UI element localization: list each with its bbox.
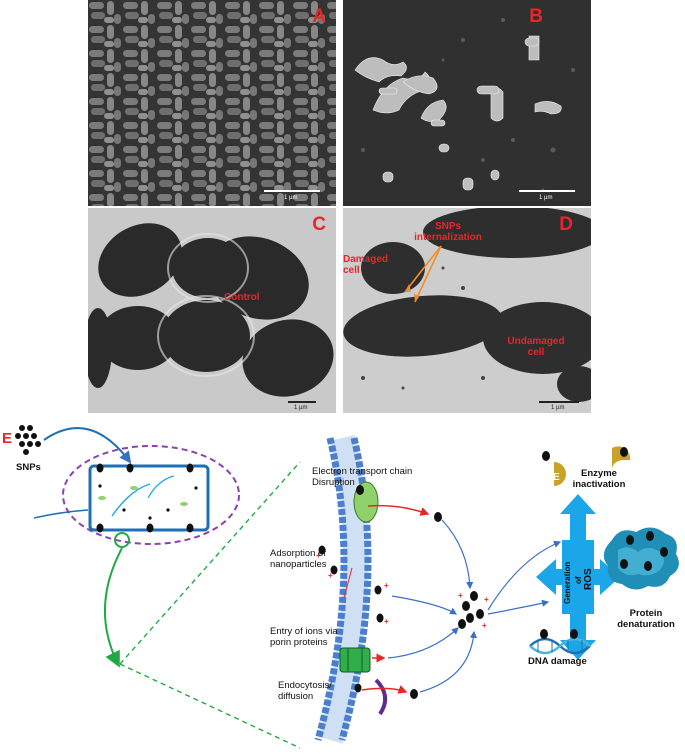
svg-text:+: + xyxy=(384,617,389,626)
ions-label: Entry of ions via porin proteins xyxy=(270,626,338,648)
tem-image-c xyxy=(88,208,336,413)
zoom-circle xyxy=(114,532,130,548)
control-label: Control xyxy=(224,292,260,303)
zoom-arrow xyxy=(104,547,123,668)
svg-text:+: + xyxy=(316,551,321,560)
scale-bar-b xyxy=(519,190,575,192)
undamaged-cell-label: Undamaged cell xyxy=(507,336,565,358)
snp-entry-arrow xyxy=(43,427,132,464)
damaged-cell-label: Damaged cell xyxy=(343,254,389,276)
dna-label: DNA damage xyxy=(528,656,587,667)
endocytosis-vesicle xyxy=(374,678,388,716)
ros-text: ROS xyxy=(583,568,594,590)
panel-letter-a: A xyxy=(312,6,326,27)
protein-structure xyxy=(603,527,679,590)
scale-label-b: 1 µm xyxy=(539,195,553,201)
flagellum xyxy=(33,509,89,519)
snps-label: SNPs xyxy=(16,462,41,473)
enzyme-letter: E xyxy=(553,472,560,483)
svg-text:+: + xyxy=(484,595,489,604)
snp-cluster xyxy=(15,425,41,455)
scale-bar-a xyxy=(264,190,320,192)
internalization-label: SNPs internalization xyxy=(414,221,482,243)
endocytosis-label: Endocytosis/ diffusion xyxy=(278,680,332,702)
sem-image-b xyxy=(343,0,591,206)
tem-panel-c: C Control 1 µm xyxy=(88,208,336,413)
ros-generation-text: Generation xyxy=(563,562,572,604)
scale-bar-d xyxy=(539,401,579,403)
scale-label-a: 1 µm xyxy=(284,195,298,201)
scale-label-d: 1 µm xyxy=(551,405,565,411)
svg-text:+: + xyxy=(458,591,463,600)
sem-panel-b: B 1 µm xyxy=(343,0,591,206)
ion-cluster xyxy=(458,591,484,629)
tem-image-d xyxy=(343,208,591,413)
svg-text:+: + xyxy=(482,621,487,630)
svg-text:+: + xyxy=(384,581,389,590)
panel-letter-e: E xyxy=(2,430,13,447)
membrane-bilayer xyxy=(314,435,372,744)
scale-label-c: 1 µm xyxy=(294,405,308,411)
panel-letter-d: D xyxy=(559,214,573,235)
panel-letter-c: C xyxy=(312,214,326,235)
adsorption-label: Adsorption of nanoparticles xyxy=(270,548,327,570)
ros-of-text: of xyxy=(574,576,583,584)
outer-envelope xyxy=(62,445,240,545)
ros-cross xyxy=(536,494,620,660)
sem-image-a xyxy=(88,0,336,206)
mechanism-diagram: + + + + + + + Generation of ROS xyxy=(15,425,679,749)
scale-bar-c xyxy=(288,401,316,403)
protein-label: Protein denaturation xyxy=(617,608,675,630)
enzyme-shape-left xyxy=(554,462,566,486)
tem-panel-d: D SNPs internalization Damaged cell Unda… xyxy=(343,208,591,413)
panel-letter-b: B xyxy=(529,6,543,27)
dna-helix xyxy=(529,629,591,655)
enzyme-label: Enzyme inactivation xyxy=(572,468,626,490)
internalization-arrows xyxy=(404,245,442,303)
porin-protein xyxy=(339,647,371,673)
etc-label: Electron transport chain Disruption xyxy=(312,466,413,488)
sem-panel-a: A 1 µm xyxy=(88,0,336,206)
svg-text:+: + xyxy=(328,571,333,580)
bacterial-cell xyxy=(88,464,210,532)
